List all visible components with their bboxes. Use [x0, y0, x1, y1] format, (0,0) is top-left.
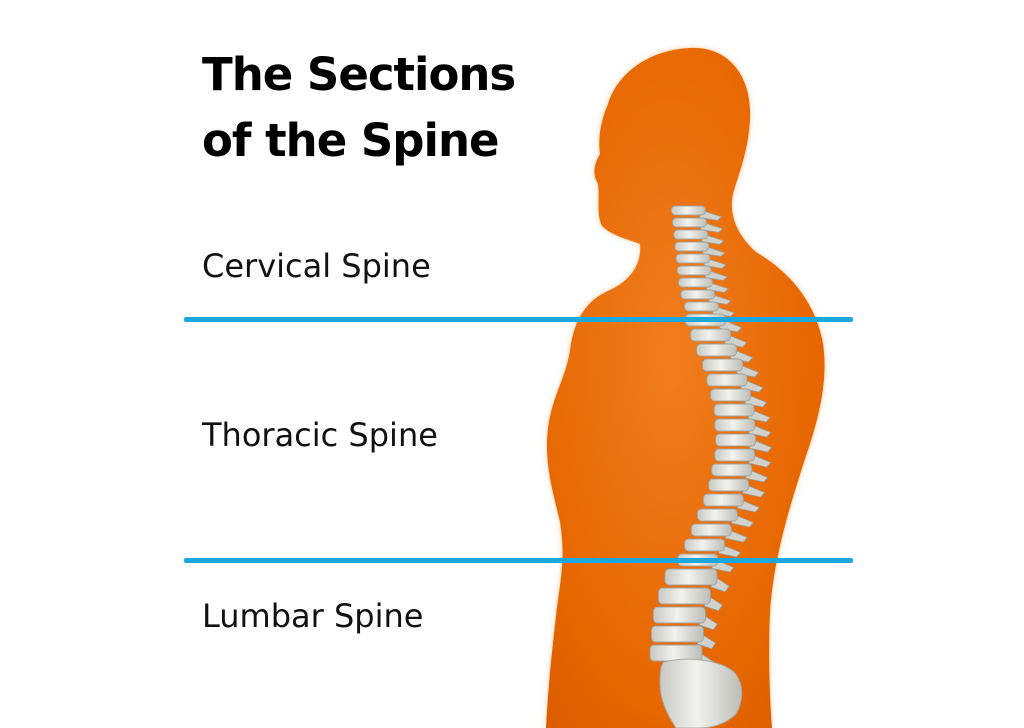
vertebra — [677, 277, 713, 288]
vertebra — [714, 448, 756, 462]
vertebra — [696, 343, 738, 357]
vertebra — [702, 493, 744, 507]
label-lumbar-spine: Lumbar Spine — [202, 597, 424, 635]
vertebra — [673, 229, 709, 240]
vertebra — [684, 538, 726, 552]
divider-thoracic-lumbar — [184, 558, 853, 563]
diagram-title: The Sections of the Spine — [202, 42, 516, 174]
title-line-2: of the Spine — [202, 114, 500, 167]
divider-cervical-thoracic — [184, 317, 853, 322]
vertebra — [675, 253, 711, 264]
vertebra — [714, 418, 756, 432]
vertebra — [702, 358, 744, 372]
sacrum — [659, 658, 743, 728]
title-line-1: The Sections — [202, 48, 516, 101]
vertebra — [713, 403, 755, 417]
vertebra — [708, 478, 750, 492]
vertebra — [711, 463, 753, 477]
vertebra — [674, 241, 710, 252]
vertebra — [706, 373, 748, 387]
vertebra — [690, 523, 732, 537]
vertebra — [651, 625, 704, 643]
vertebra — [652, 606, 706, 624]
vertebra — [657, 587, 711, 605]
vertebra — [683, 301, 719, 312]
vertebra — [715, 433, 757, 447]
vertebra — [670, 205, 706, 216]
vertebra — [680, 289, 716, 300]
vertebra — [690, 328, 732, 342]
vertebra — [664, 568, 718, 586]
body-silhouette — [546, 47, 825, 728]
vertebra — [696, 508, 738, 522]
label-cervical-spine: Cervical Spine — [202, 247, 431, 285]
vertebra — [710, 388, 752, 402]
vertebra — [676, 265, 712, 276]
vertebra — [649, 644, 703, 662]
label-thoracic-spine: Thoracic Spine — [202, 416, 438, 454]
vertebra — [672, 217, 707, 228]
